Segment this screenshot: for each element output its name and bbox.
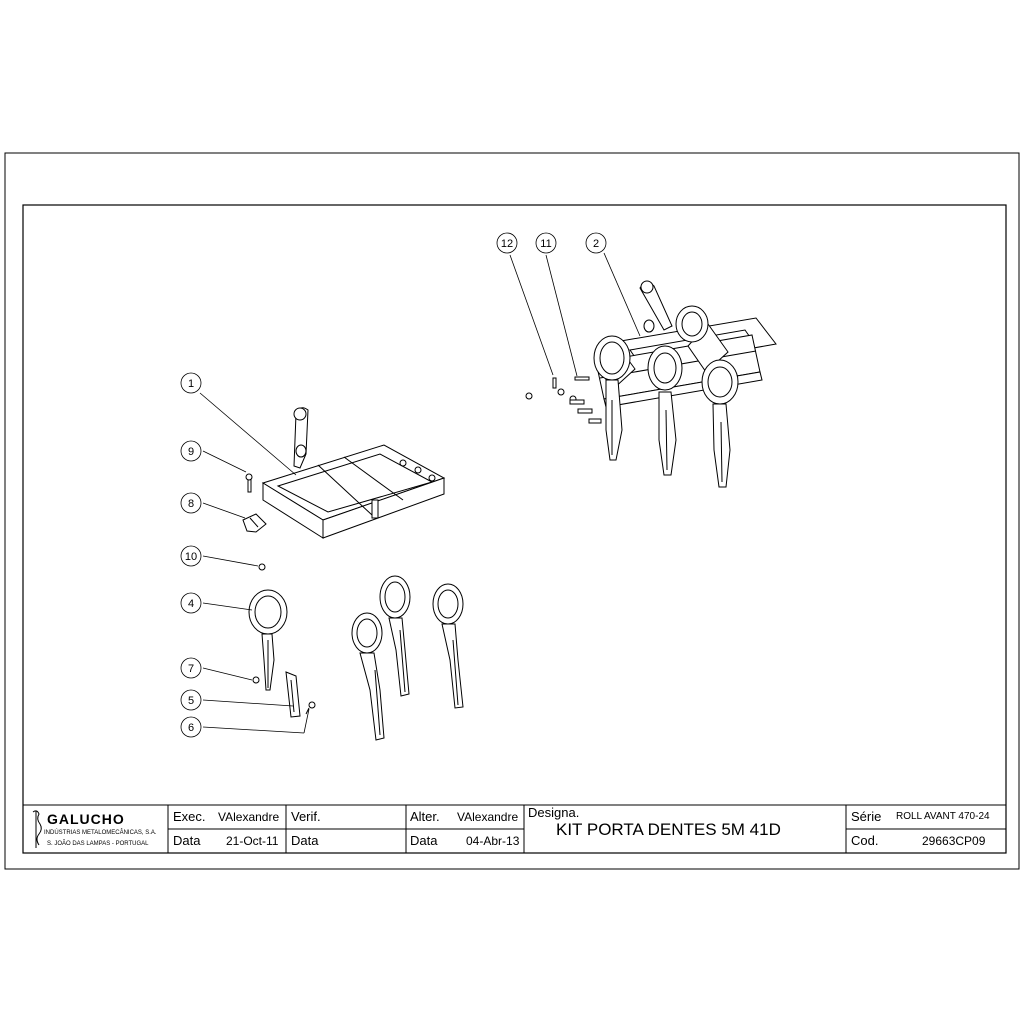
company-line-1: INDÚSTRIAS METALOMECÂNICAS, S.A. — [44, 830, 157, 836]
serie-value: ROLL AVANT 470-24 — [896, 811, 990, 822]
company-line-2: S. JOÃO DAS LAMPAS - PORTUGAL — [47, 841, 149, 847]
part-7-nut — [252, 676, 260, 684]
balloon-label: 9 — [188, 446, 194, 458]
balloon-8: 8 — [180, 492, 202, 514]
designa-label: Designa. — [528, 805, 580, 820]
assembly-view — [525, 280, 777, 488]
spring-tine-copy-3 — [432, 583, 464, 709]
verif-date-label: Data — [291, 833, 319, 848]
balloon-label: 7 — [188, 663, 194, 675]
part-9-pin — [245, 473, 253, 493]
balloon-label: 1 — [188, 378, 194, 390]
balloon-4: 4 — [180, 592, 202, 614]
serie-label: Série — [851, 809, 882, 824]
part-1-frame — [261, 407, 446, 539]
alter-date-label: Data — [410, 833, 438, 848]
inner-frame — [22, 204, 1007, 854]
outer-frame — [4, 152, 1020, 870]
balloon-label: 4 — [188, 598, 194, 610]
balloon-2: 2 — [585, 232, 607, 254]
balloon-label: 6 — [188, 722, 194, 734]
title-block-grid — [23, 804, 1006, 853]
spring-tine-copy-1 — [351, 612, 385, 741]
verif-label: Verif. — [291, 809, 321, 824]
balloon-10: 10 — [180, 545, 202, 567]
balloon-label: 11 — [540, 238, 551, 250]
balloon-1: 1 — [180, 372, 202, 394]
designa-value: KIT PORTA DENTES 5M 41D — [556, 820, 781, 839]
galucho-logo-mark — [32, 810, 42, 848]
spring-tine-copy-2 — [379, 575, 411, 697]
assembly-spring-3 — [647, 345, 683, 476]
part-8-bracket — [242, 513, 267, 533]
part-10-nut — [258, 563, 266, 571]
assembly-spring-4 — [701, 359, 739, 488]
part-5-tine-point — [285, 671, 301, 718]
balloon-9: 9 — [180, 440, 202, 462]
alter-label: Alter. — [410, 809, 440, 824]
part-6-bolt — [305, 701, 316, 715]
balloon-7: 7 — [180, 657, 202, 679]
balloon-label: 2 — [593, 238, 599, 250]
balloon-6: 6 — [180, 716, 202, 738]
leader-lines — [199, 252, 641, 734]
exec-date-label: Data — [173, 833, 201, 848]
alter-date-value: 04-Abr-13 — [466, 834, 520, 848]
cod-label: Cod. — [851, 833, 879, 848]
balloon-label: 10 — [185, 551, 197, 563]
part-4-spring-tine — [248, 589, 288, 691]
balloon-11: 11 — [535, 232, 557, 254]
assembly-spring-2 — [675, 305, 709, 343]
company-name: GALUCHO — [47, 811, 125, 827]
balloon-label: 12 — [501, 238, 513, 250]
alter-value: VAlexandre — [457, 810, 519, 824]
balloon-12: 12 — [496, 232, 518, 254]
balloon-5: 5 — [180, 689, 202, 711]
exec-label: Exec. — [173, 809, 206, 824]
cod-value: 29663CP09 — [922, 834, 986, 848]
assembly-spring-1 — [593, 335, 631, 461]
exec-date-value: 21-Oct-11 — [226, 834, 279, 848]
exec-value: VAlexandre — [218, 810, 280, 824]
balloon-label: 8 — [188, 498, 194, 510]
balloon-label: 5 — [188, 695, 194, 707]
